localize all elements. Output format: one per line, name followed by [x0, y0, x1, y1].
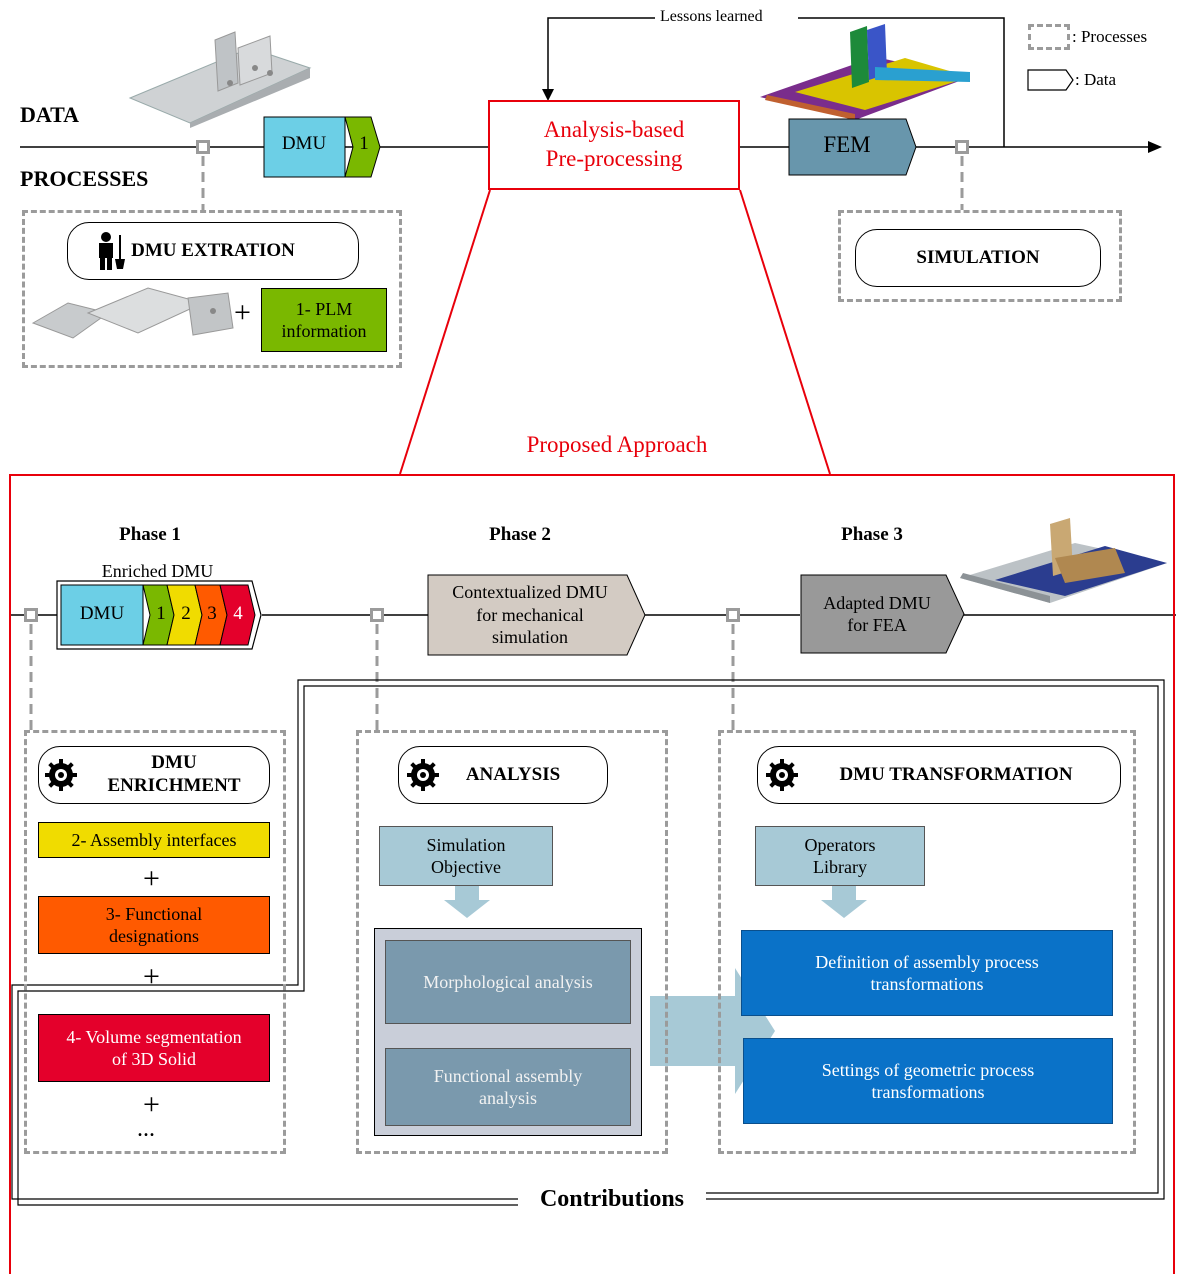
dmu-tag-num: 1 — [359, 133, 369, 154]
process-link-square — [955, 140, 969, 154]
plus-sign: + — [143, 862, 160, 895]
contributions-label: Contributions — [518, 1186, 706, 1213]
process-link-square — [370, 608, 384, 622]
data-row-label: DATA — [20, 102, 80, 127]
transformation-process-frame — [718, 730, 1136, 1154]
assembly-interfaces-box: 2- Assembly interfaces — [38, 822, 270, 858]
transformation-title: DMU TRANSFORMATION — [757, 746, 1121, 804]
analysis-preprocessing-box: Analysis-based Pre-processing — [488, 100, 740, 190]
adapted-dmu-image — [960, 518, 1167, 603]
process-link-square — [24, 608, 38, 622]
fem-data-tag — [788, 118, 917, 176]
process-link-square — [196, 140, 210, 154]
adapted-dmu-tag — [800, 574, 965, 654]
ellipsis: ... — [137, 1116, 155, 1142]
plus-sign: + — [143, 1088, 160, 1121]
functional-designations-box: 3- Functional designations — [38, 896, 270, 954]
lessons-learned-label: Lessons learned — [658, 8, 765, 26]
gear-icon — [766, 759, 798, 791]
extraction-process-frame — [22, 210, 402, 368]
legend-process-swatch — [1028, 24, 1070, 50]
settings-transformations-box: Settings of geometric process transforma… — [743, 1038, 1113, 1124]
worker-icon — [99, 232, 125, 270]
legend-processes: : Processes — [1072, 27, 1148, 46]
dmu-data-tag — [263, 116, 381, 178]
processes-row-label: PROCESSES — [20, 166, 149, 191]
gear-icon — [45, 759, 77, 791]
contextualized-dmu-tag — [427, 574, 646, 656]
simulation-process-frame — [838, 210, 1122, 302]
gear-icon — [407, 759, 439, 791]
enriched-dmu-tag-label: DMU — [79, 603, 125, 624]
phase2-label: Phase 2 — [489, 524, 551, 545]
enriched-num-3: 3 — [207, 603, 217, 624]
enriched-num-1: 1 — [156, 603, 166, 624]
enriched-dmu-tag — [56, 580, 262, 650]
enriched-dmu-label: Enriched DMU — [101, 561, 214, 581]
contextualized-dmu-label: Contextualized DMU for mechanical simula… — [452, 582, 608, 648]
enriched-num-4: 4 — [233, 603, 243, 624]
volume-segmentation-box: 4- Volume segmentation of 3D Solid — [38, 1014, 270, 1082]
dmu-tag-label: DMU — [281, 133, 327, 154]
timeline-arrowhead — [1148, 141, 1162, 153]
proposed-approach-frame — [9, 474, 1175, 1274]
phase1-label: Phase 1 — [119, 524, 181, 545]
enrichment-title: DMU ENRICHMENT — [38, 746, 270, 804]
simulation-title: SIMULATION — [855, 229, 1101, 287]
fem-tag-label: FEM — [823, 132, 871, 157]
operators-library-box: Operators Library — [755, 826, 925, 886]
adapted-dmu-label: Adapted DMU for FEA — [823, 592, 931, 636]
functional-assembly-box: Functional assembly analysis — [385, 1048, 631, 1126]
extraction-parts-image — [31, 287, 234, 339]
proposed-approach-title: Proposed Approach — [526, 432, 708, 457]
plus-sign: + — [143, 960, 160, 993]
extraction-title: DMU EXTRATION — [67, 222, 359, 280]
plus-sign: + — [234, 296, 251, 329]
plm-information-box: 1- PLM information — [261, 288, 387, 352]
fem-mesh-image — [760, 24, 970, 120]
enriched-num-2: 2 — [181, 603, 191, 624]
phase3-label: Phase 3 — [841, 524, 903, 545]
dmu-part-image — [128, 31, 312, 128]
definition-transformations-box: Definition of assembly process transform… — [741, 930, 1113, 1016]
simulation-objective-box: Simulation Objective — [379, 826, 553, 886]
analysis-process-frame — [356, 730, 668, 1154]
legend-data: : Data — [1075, 70, 1117, 89]
process-link-square — [726, 608, 740, 622]
enrichment-process-frame — [24, 730, 286, 1154]
morphological-analysis-box: Morphological analysis — [385, 940, 631, 1024]
